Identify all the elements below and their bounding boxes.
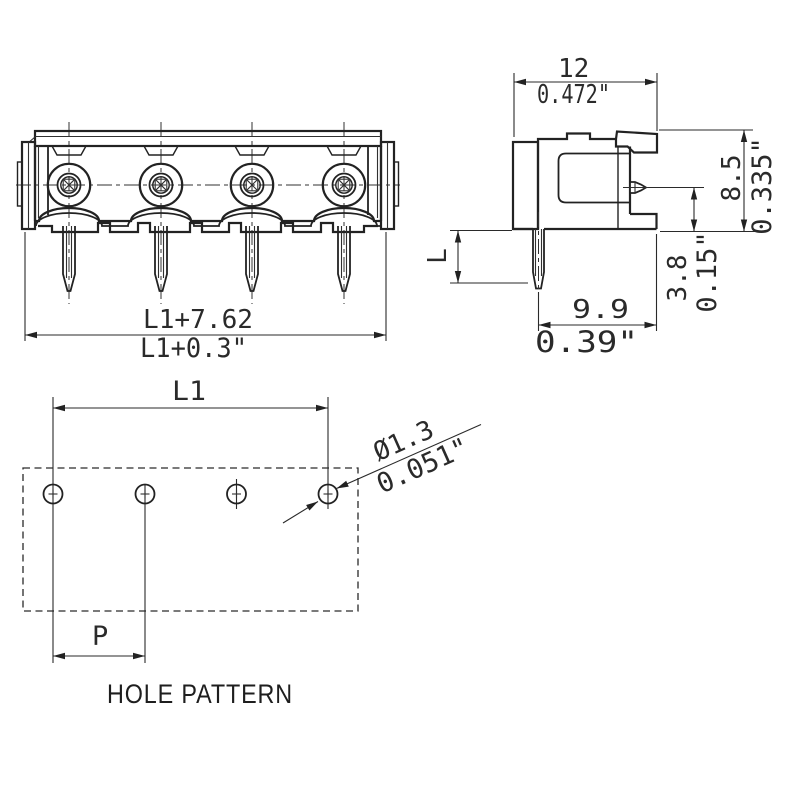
dim-label-width-inch: 0.472" [537, 80, 610, 110]
dim-label-depth-mm: 9.9 [572, 295, 629, 325]
side-latch [614, 130, 659, 154]
diameter-leader-lower [282, 501, 319, 524]
hole-3 [226, 483, 247, 505]
dim-label-pin-length: L [423, 248, 453, 264]
screw-terminal-2 [138, 162, 184, 208]
hole-1 [42, 483, 64, 505]
dim-label-height-mm: 8.5 [717, 155, 747, 202]
solder-pin-1 [62, 226, 76, 292]
dim-label-length-mm: L1+7.62 [143, 305, 253, 335]
solder-pin-4 [337, 226, 351, 292]
solder-pin-2 [154, 226, 168, 292]
side-cavity [557, 152, 630, 204]
dim-label-length-inch: L1+0.3" [140, 333, 247, 364]
solder-pin-3 [245, 226, 259, 292]
hole-pattern-view: L1 P Ø1.3 0.051" HOLE PATTERN [22, 376, 482, 709]
dim-label-span: L1 [172, 376, 206, 407]
dim-label-depth-inch: 0.39" [535, 325, 638, 359]
dim-label-offset-inch: 0.15" [692, 231, 723, 312]
housing-top-band [33, 129, 383, 148]
castellated-bottom-edge [38, 221, 378, 234]
notch-4 [326, 145, 362, 156]
side-body-outline [536, 132, 616, 229]
notch-2 [143, 145, 179, 156]
scallop-line-upper [36, 206, 380, 223]
screw-terminal-4 [321, 162, 367, 208]
left-side-tab [16, 161, 23, 207]
screw-terminal-1 [46, 162, 92, 208]
hole-2 [134, 483, 156, 505]
hole-4 [317, 483, 339, 505]
front-view: L1+7.62 L1+0.3" [16, 122, 400, 364]
dim-label-pitch: P [92, 621, 108, 652]
dim-label-height-inch: 0.335" [747, 137, 778, 235]
notch-3 [234, 145, 270, 156]
dim-label-offset-mm: 3.8 [663, 255, 693, 302]
notch-1 [51, 145, 87, 156]
side-bottom-step [630, 212, 658, 229]
diameter-leader-upper [336, 423, 482, 490]
scallop-line-lower [35, 212, 380, 227]
dim-label-width-mm: 12 [558, 54, 589, 84]
right-side-tab [393, 161, 400, 207]
side-view: 12 0.472" 8.5 0.335" 3.8 0.15" 9.9 0.39"… [423, 54, 778, 359]
side-left-slab [511, 140, 540, 231]
diameter-label-group: Ø1.3 0.051" [369, 415, 474, 500]
board-outline [22, 467, 359, 612]
screw-terminal-3 [229, 162, 275, 208]
hole-pattern-title: HOLE PATTERN [107, 679, 293, 709]
